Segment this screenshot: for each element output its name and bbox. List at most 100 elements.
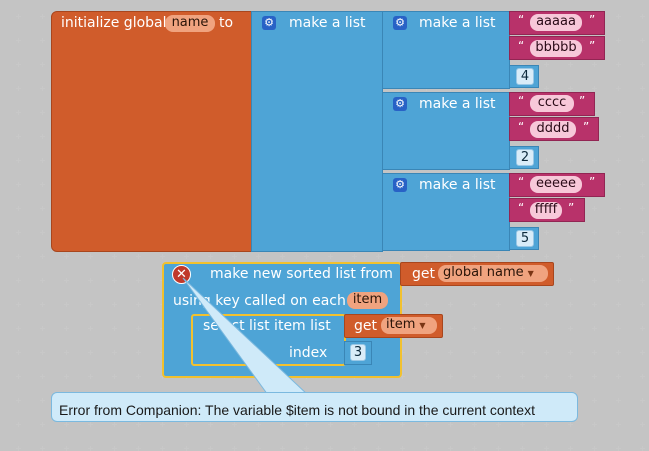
- grid-cross: [544, 158, 549, 163]
- grid-cross: [400, 374, 405, 379]
- close-quote-icon: ”: [583, 120, 590, 134]
- number-value[interactable]: 5: [516, 230, 534, 247]
- grid-cross: [520, 302, 525, 307]
- grid-cross: [640, 206, 645, 211]
- grid-cross: [376, 422, 381, 427]
- grid-cross: [16, 182, 21, 187]
- grid-cross: [400, 254, 405, 259]
- grid-cross: [448, 254, 453, 259]
- open-quote-icon: “: [518, 39, 525, 53]
- number-value[interactable]: 4: [516, 68, 534, 85]
- grid-cross: [616, 278, 621, 283]
- grid-cross: [328, 422, 333, 427]
- text-string-value[interactable]: aaaaa: [530, 14, 582, 31]
- grid-cross: [136, 254, 141, 259]
- grid-cross: [112, 278, 117, 283]
- open-quote-icon: “: [518, 175, 525, 189]
- index-number-value[interactable]: 3: [350, 344, 366, 361]
- grid-cross: [496, 350, 501, 355]
- grid-cross: [16, 254, 21, 259]
- grid-cross: [592, 422, 597, 427]
- text-string-value[interactable]: fffff: [530, 202, 562, 219]
- item-variable-dropdown[interactable]: item▼: [381, 317, 437, 334]
- grid-cross: [544, 302, 549, 307]
- grid-cross: [592, 62, 597, 67]
- error-tooltip-message: Error from Companion: The variable $item…: [59, 402, 535, 418]
- grid-cross: [568, 422, 573, 427]
- grid-cross: [40, 398, 45, 403]
- grid-cross: [448, 302, 453, 307]
- grid-cross: [64, 278, 69, 283]
- mutator-gear-icon[interactable]: ⚙: [262, 16, 276, 30]
- grid-cross: [16, 374, 21, 379]
- grid-cross: [304, 254, 309, 259]
- grid-cross: [160, 422, 165, 427]
- mutator-gear-icon[interactable]: ⚙: [393, 97, 407, 111]
- grid-cross: [40, 110, 45, 115]
- grid-cross: [544, 326, 549, 331]
- make-new-sorted-list-label: make new sorted list from: [210, 266, 393, 282]
- grid-cross: [520, 326, 525, 331]
- grid-cross: [136, 278, 141, 283]
- outer-make-a-list-label: make a list: [289, 15, 366, 31]
- grid-cross: [640, 374, 645, 379]
- to-label: to: [219, 15, 234, 31]
- grid-cross: [448, 326, 453, 331]
- grid-cross: [568, 86, 573, 91]
- close-quote-icon: ”: [589, 13, 596, 27]
- grid-cross: [568, 350, 573, 355]
- grid-cross: [592, 230, 597, 235]
- grid-cross: [616, 230, 621, 235]
- grid-cross: [496, 374, 501, 379]
- open-quote-icon: “: [518, 201, 525, 215]
- grid-cross: [16, 62, 21, 67]
- grid-cross: [424, 302, 429, 307]
- mutator-gear-icon[interactable]: ⚙: [393, 16, 407, 30]
- mutator-gear-icon[interactable]: ⚙: [393, 178, 407, 192]
- text-string-value[interactable]: dddd: [530, 121, 576, 138]
- grid-cross: [616, 182, 621, 187]
- grid-cross: [40, 158, 45, 163]
- outer-make-a-list-block[interactable]: [251, 11, 383, 252]
- grid-cross: [16, 38, 21, 43]
- grid-cross: [40, 62, 45, 67]
- initialize-global-block[interactable]: [51, 11, 252, 252]
- grid-cross: [40, 14, 45, 19]
- text-string-value[interactable]: bbbbb: [530, 40, 582, 57]
- grid-cross: [16, 230, 21, 235]
- text-string-value[interactable]: cccc: [530, 95, 574, 112]
- variable-dropdown[interactable]: global name▼: [438, 265, 548, 282]
- grid-cross: [328, 254, 333, 259]
- global-variable-name-field[interactable]: name: [165, 15, 215, 32]
- grid-cross: [424, 254, 429, 259]
- grid-cross: [520, 422, 525, 427]
- grid-cross: [256, 254, 261, 259]
- grid-cross: [16, 14, 21, 19]
- grid-cross: [112, 254, 117, 259]
- grid-cross: [88, 350, 93, 355]
- grid-cross: [520, 254, 525, 259]
- grid-cross: [88, 422, 93, 427]
- grid-cross: [616, 14, 621, 19]
- grid-cross: [640, 278, 645, 283]
- key-parameter-field[interactable]: item: [347, 292, 388, 309]
- grid-cross: [16, 158, 21, 163]
- grid-cross: [136, 350, 141, 355]
- grid-cross: [88, 326, 93, 331]
- grid-cross: [400, 422, 405, 427]
- grid-cross: [424, 374, 429, 379]
- grid-cross: [16, 278, 21, 283]
- text-string-value[interactable]: eeeee: [530, 176, 582, 193]
- grid-cross: [592, 86, 597, 91]
- chevron-down-icon: ▼: [527, 269, 534, 278]
- grid-cross: [544, 350, 549, 355]
- grid-cross: [472, 350, 477, 355]
- grid-cross: [616, 350, 621, 355]
- grid-cross: [616, 398, 621, 403]
- error-tooltip: Error from Companion: The variable $item…: [51, 392, 578, 422]
- error-icon[interactable]: ✕: [172, 265, 191, 284]
- grid-cross: [112, 326, 117, 331]
- grid-cross: [592, 158, 597, 163]
- grid-cross: [616, 374, 621, 379]
- number-value[interactable]: 2: [516, 149, 534, 166]
